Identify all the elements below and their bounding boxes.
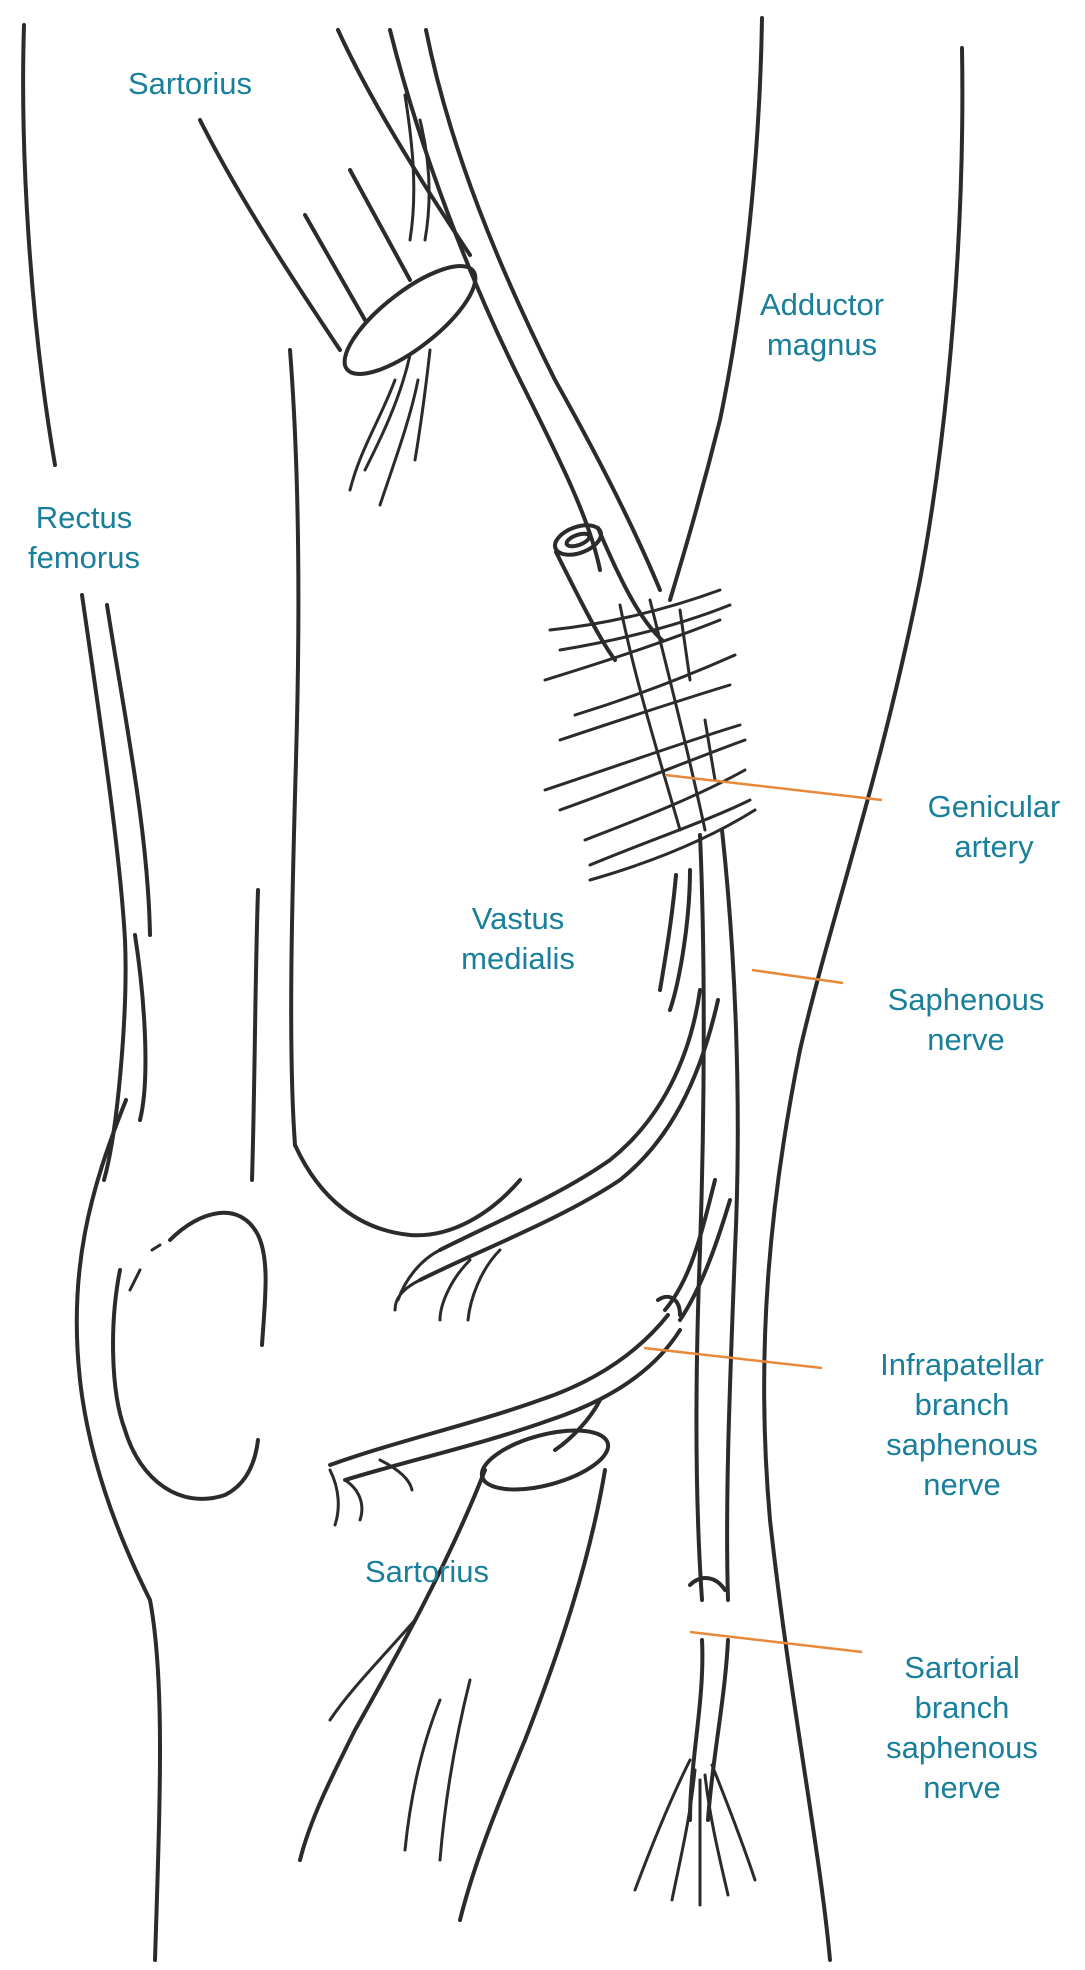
label-rectus-femorus: Rectus femorus	[28, 498, 140, 578]
sartorial-branch-knot	[690, 1578, 725, 1590]
label-vastus-medialis: Vastus medialis	[461, 899, 575, 979]
vastus-medialis-lower-curve	[295, 1145, 520, 1235]
infrapatellar-branch-main	[330, 1315, 680, 1480]
adductor-left-line	[670, 18, 762, 600]
leader-sartorial-branch	[690, 1632, 862, 1652]
vastus-medialis-left-line	[290, 350, 298, 1145]
infrapatellar-sub-branch	[555, 1400, 600, 1450]
rectus-femorus-line-inner	[107, 605, 150, 935]
label-adductor-magnus: Adductor magnus	[760, 285, 884, 365]
label-sartorius-bottom: Sartorius	[365, 1552, 489, 1592]
vastus-medialis-inner-line	[252, 890, 258, 1180]
label-saphenous-nerve: Saphenous nerve	[888, 980, 1045, 1060]
label-sartorial-branch: Sartorial branch saphenous nerve	[886, 1648, 1038, 1808]
cut-vessel-lumen	[565, 531, 591, 549]
label-infrapatellar-branch: Infrapatellar branch saphenous nerve	[880, 1345, 1044, 1505]
thigh-left-contour	[23, 25, 55, 465]
sartorius-upper-inner-1	[305, 215, 365, 320]
infrapatellar-branch-fan	[330, 1460, 412, 1525]
sartorius-lower-left	[300, 1470, 485, 1860]
leader-saphenous-nerve	[752, 970, 843, 983]
patella-outline	[170, 1213, 266, 1345]
label-genicular-artery: Genicular artery	[928, 787, 1061, 867]
vastus-nerve-fan	[395, 1250, 500, 1320]
upper-nerve-branch-3	[405, 95, 429, 240]
label-sartorius-top: Sartorius	[128, 64, 252, 104]
sartorial-branch-fan	[635, 1760, 755, 1905]
saphenous-nerve-trunk-left	[696, 835, 703, 1600]
sartorius-upper-line-left	[200, 120, 340, 350]
patella-outline-lower	[113, 1270, 258, 1499]
vastus-nerve-branch	[660, 870, 690, 1010]
sartorius-upper-inner-2	[350, 170, 410, 280]
knee-left-contour	[77, 1100, 160, 1960]
patella-dash	[130, 1245, 160, 1290]
sartorius-lower-cut	[476, 1419, 615, 1501]
saphenous-nerve-lower-right	[708, 1640, 728, 1820]
rectus-femorus-tendon	[135, 935, 145, 1120]
vastus-nerve-branch-2	[420, 990, 718, 1280]
artery-left-line	[390, 30, 600, 570]
sartorius-upper-cut	[330, 249, 491, 392]
sartorius-lower-right	[460, 1470, 605, 1920]
